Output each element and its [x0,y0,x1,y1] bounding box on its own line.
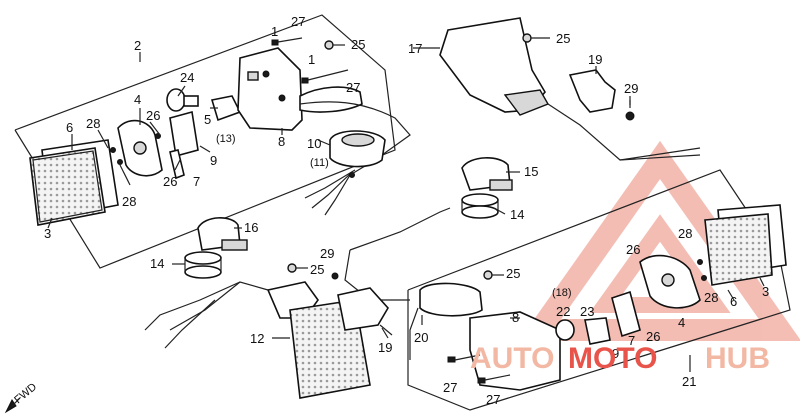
label-12: 12 [250,331,264,346]
label-14-left: 14 [150,256,164,271]
label-20: 20 [414,330,428,345]
label-17: 17 [408,41,422,56]
label-19-top: 19 [588,52,602,67]
label-26-d: 26 [626,242,640,257]
label-25-d: 25 [506,266,520,281]
right-lamp-bracket [639,254,707,309]
label-7-right: 7 [628,333,635,348]
label-15: 15 [524,164,538,179]
leader-lines [47,47,765,372]
label-27-d: 27 [486,392,500,407]
label-21: 21 [682,374,696,389]
front-left-turn-signal [29,139,119,226]
watermark-text-b: MOTO [568,342,657,375]
label-27-a: 27 [291,14,305,29]
center-mount-15 [461,157,513,191]
label-3-left: 3 [44,226,51,241]
left-wire-leads [304,169,356,216]
left-housing [237,47,411,176]
part-labels: 2 6 28 4 26 24 5 (13) 9 7 26 28 3 27 1 2… [44,14,769,407]
left-screws [271,37,349,84]
label-28-d: 28 [704,290,718,305]
label-28-b: 28 [122,194,136,209]
label-29-center: 29 [320,246,334,261]
label-22: 22 [556,304,570,319]
left-assembly-frame [14,14,396,269]
label-8-left: 8 [278,134,285,149]
left-bulb-and-socket [166,88,242,122]
label-8-right: 8 [512,310,519,325]
left-relay-flasher [329,130,386,168]
label-1-a: 1 [271,24,278,39]
rear-left-socket [337,287,393,336]
label-1-b: 1 [308,52,315,67]
label-3-right: 3 [762,284,769,299]
label-6-left: 6 [66,120,73,135]
watermark-text: AUTO MOTO HUB [470,342,770,375]
label-14-right: 14 [510,207,524,222]
label-29-top: 29 [624,81,638,96]
label-26-b: 26 [163,174,177,189]
right-housing [409,282,561,391]
label-4-left: 4 [134,92,141,107]
rear-right-socket [568,69,635,121]
label-16: 16 [244,220,258,235]
label-23: 23 [580,304,594,319]
label-9-right: 9 [612,346,619,361]
watermark-text-c: HUB [705,342,770,375]
label-7-left: 7 [193,174,200,189]
watermark-text-a: AUTO [470,342,554,375]
label-27-c: 27 [443,380,457,395]
label-6-right: 6 [730,294,737,309]
label-4-right: 4 [678,315,685,330]
label-19-bottom: 19 [378,340,392,355]
label-25-a: 25 [351,37,365,52]
right-screws [447,354,511,384]
center-rubber-14b [184,251,222,279]
rear-right-signal-housing [439,17,701,161]
front-right-turn-signal [704,204,787,286]
label-25-c: 25 [310,262,324,277]
label-28-c: 28 [678,226,692,241]
label-26-a: 26 [146,108,160,123]
fwd-indicator: FWD [4,381,39,414]
label-18: (18) [552,287,572,299]
label-26-c: 26 [646,329,660,344]
fwd-label: FWD [12,381,39,406]
label-24: 24 [180,70,194,85]
label-5: 5 [204,112,211,127]
label-10: 10 [307,136,321,151]
label-2: 2 [134,38,141,53]
center-rubber-14 [461,193,499,219]
label-25-b: 25 [556,31,570,46]
label-11: (11) [310,157,329,169]
right-bulb-socket [555,290,641,345]
label-27-b: 27 [346,80,360,95]
center-mount-16 [197,217,248,251]
label-9-left: 9 [210,153,217,168]
label-28-a: 28 [86,116,100,131]
left-lamp-bracket [110,110,199,180]
right-assembly-frame [407,169,791,411]
label-13: (13) [216,133,236,145]
